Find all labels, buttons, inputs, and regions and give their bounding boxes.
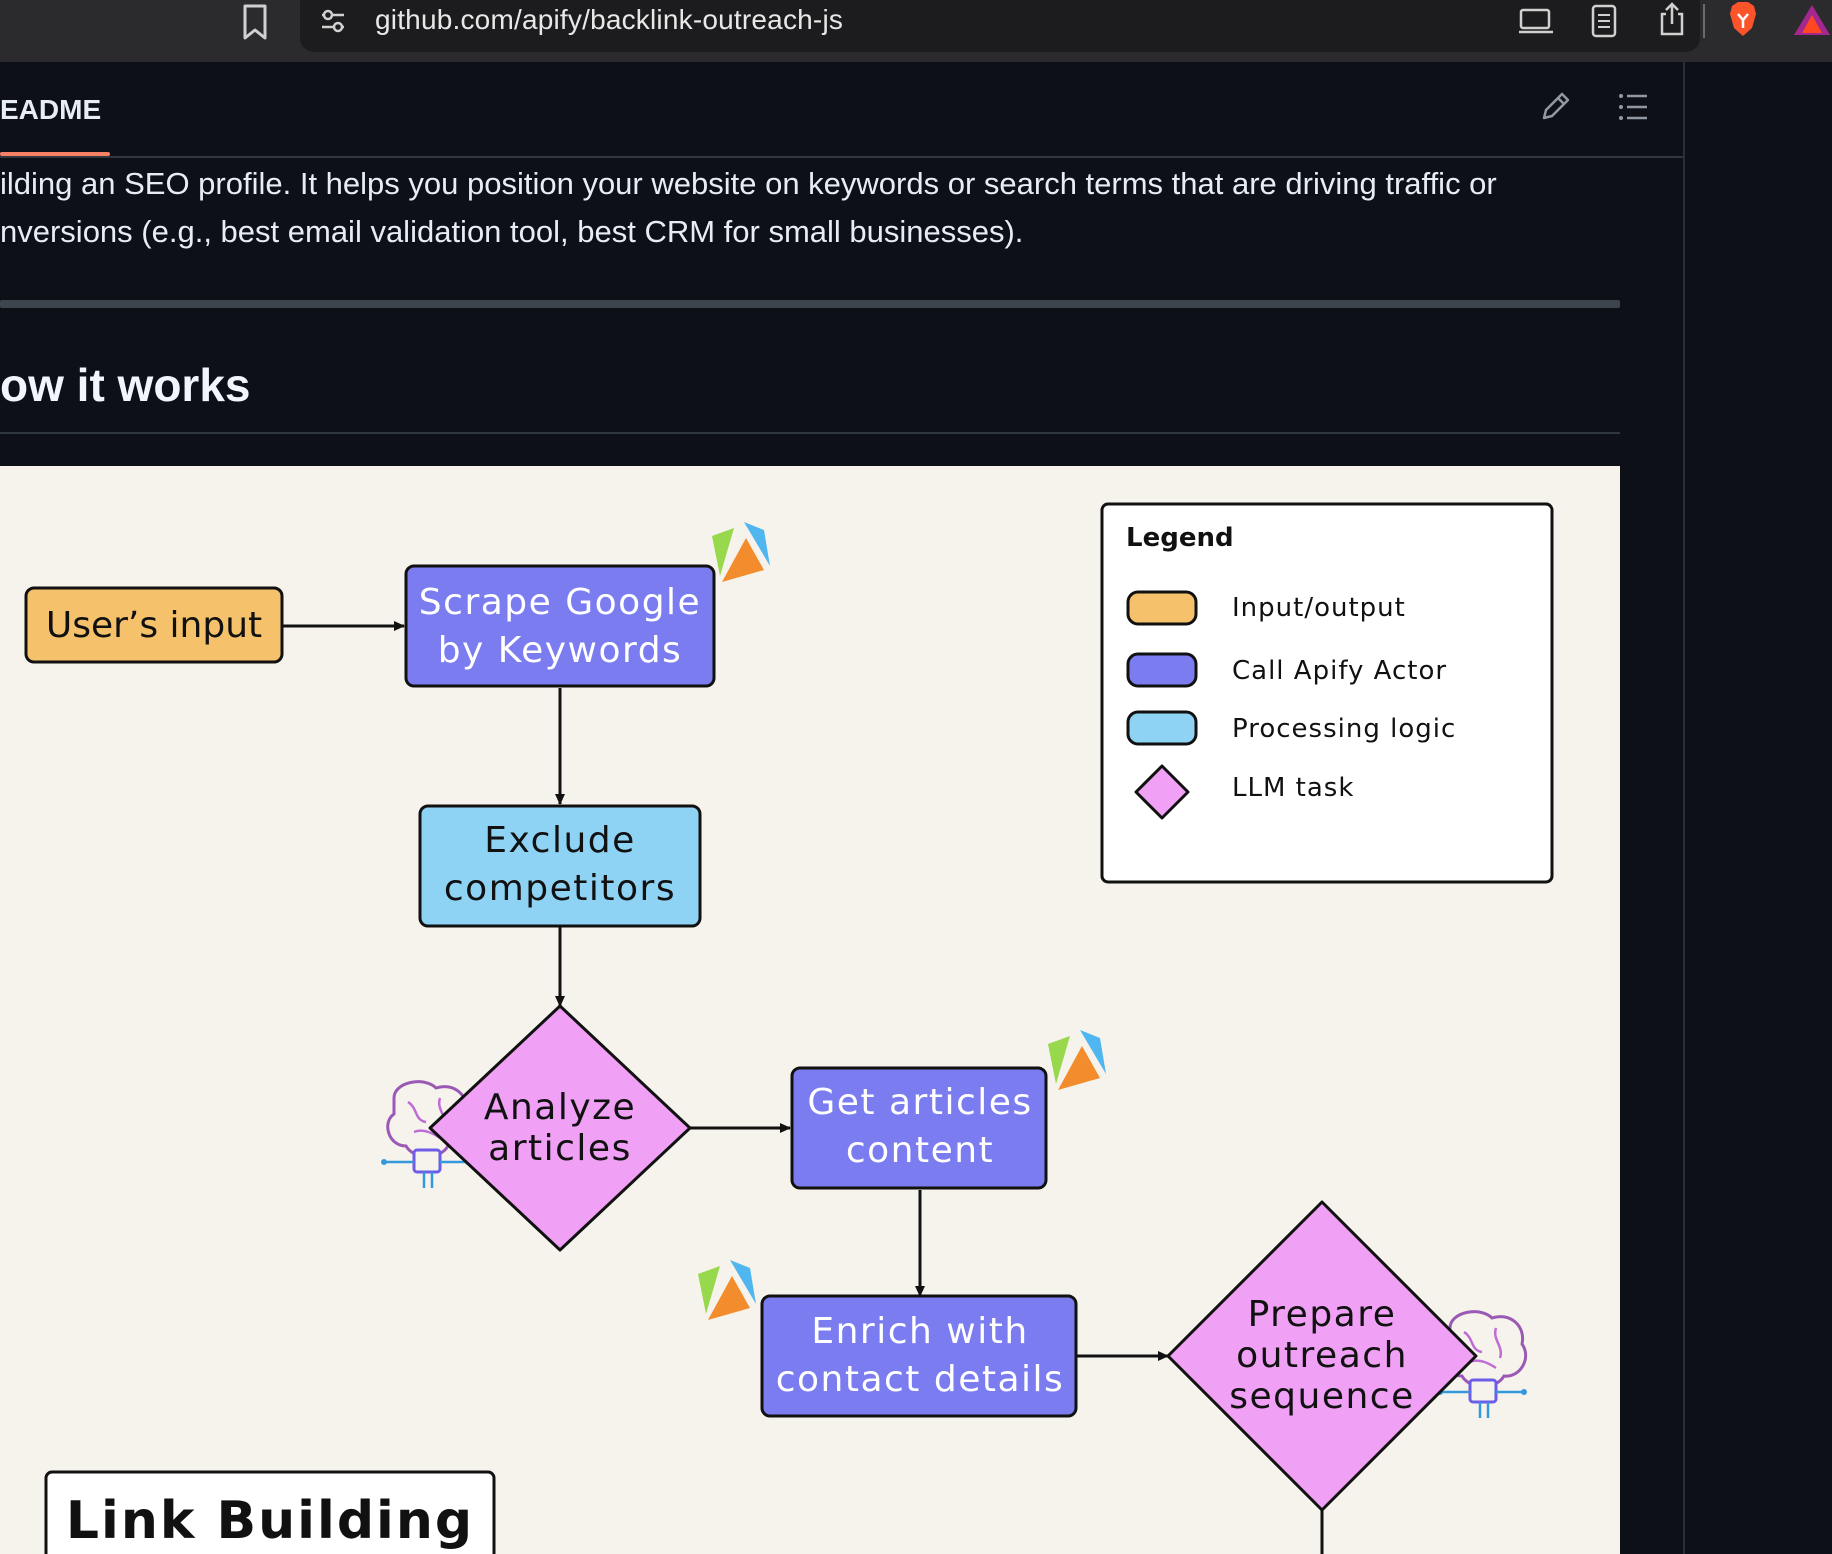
node-exclude-competitors: Exclude competitors	[418, 804, 702, 928]
node-scrape-google: Scrape Google by Keywords	[404, 564, 716, 688]
brave-shields-icon[interactable]	[1726, 0, 1760, 45]
node-enrich-line1: Enrich with	[811, 1311, 1028, 1352]
address-bar[interactable]	[300, 0, 1700, 52]
legend-label-input: Input/output	[1232, 593, 1406, 623]
legend-swatch-llm	[1134, 764, 1190, 820]
legend-swatch-processing	[1126, 710, 1198, 746]
node-prepare-line2: outreach	[1236, 1335, 1408, 1376]
apify-logo-icon	[1048, 1030, 1106, 1090]
legend-box: Legend Input/output Call Apify Actor Pro…	[1100, 502, 1554, 884]
node-analyze-articles: Analyze articles	[428, 1004, 692, 1252]
node-users-input: User’s input	[24, 586, 284, 664]
apify-logo-icon	[698, 1260, 756, 1320]
node-enrich-contact-details: Enrich with contact details	[760, 1294, 1078, 1418]
paragraph-line-1: ilding an SEO profile. It helps you posi…	[0, 166, 1497, 201]
share-icon[interactable]	[1658, 0, 1686, 43]
node-analyze-line2: articles	[488, 1128, 632, 1169]
right-gutter	[1685, 62, 1832, 1554]
node-exclude-line1: Exclude	[484, 820, 636, 861]
legend-label-llm: LLM task	[1232, 773, 1354, 803]
edit-pencil-icon[interactable]	[1538, 90, 1572, 129]
sidebar-divider	[1683, 62, 1685, 1554]
node-scrape-google-line2: by Keywords	[438, 630, 683, 671]
outline-list-icon[interactable]	[1616, 90, 1650, 129]
node-exclude-line2: competitors	[444, 868, 676, 909]
readme-paragraph: ilding an SEO profile. It helps you posi…	[0, 160, 1640, 256]
paragraph-line-2: nversions (e.g., best email validation t…	[0, 214, 1024, 249]
node-get-line2: content	[846, 1130, 994, 1171]
toolbar-separator	[1703, 4, 1705, 38]
node-scrape-google-line1: Scrape Google	[419, 582, 701, 623]
node-enrich-line2: contact details	[776, 1359, 1065, 1400]
legend-title: Legend	[1126, 523, 1234, 553]
node-prepare-outreach: Prepare outreach sequence	[1166, 1200, 1478, 1512]
node-get-line1: Get articles	[807, 1082, 1032, 1123]
legend-label-processing: Processing logic	[1232, 714, 1456, 744]
node-prepare-line3: sequence	[1229, 1376, 1414, 1417]
node-prepare-line1: Prepare	[1248, 1294, 1397, 1335]
legend-swatch-actor	[1126, 652, 1198, 688]
apify-logo-icon	[712, 522, 770, 582]
link-building-text: Link Building	[66, 1491, 474, 1551]
site-settings-icon[interactable]	[318, 6, 348, 41]
node-analyze-line1: Analyze	[484, 1087, 636, 1128]
bookmark-icon[interactable]	[238, 2, 272, 47]
reader-icon[interactable]	[1590, 4, 1618, 43]
horizontal-rule	[0, 300, 1620, 308]
flowchart-image: User’s input Scrape Google by Keywords E…	[0, 466, 1620, 1554]
section-heading: ow it works	[0, 359, 251, 411]
node-users-input-label: User’s input	[46, 605, 262, 646]
heading-underline	[0, 432, 1620, 434]
url-text[interactable]: github.com/apify/backlink-outreach-js	[375, 4, 844, 35]
readme-tab-underline	[0, 152, 110, 156]
cast-icon[interactable]	[1518, 6, 1554, 41]
readme-tab[interactable]: EADME	[0, 94, 102, 125]
readme-header: EADME	[0, 62, 1683, 158]
node-get-articles-content: Get articles content	[790, 1066, 1048, 1190]
legend-label-actor: Call Apify Actor	[1232, 656, 1447, 686]
link-building-badge: Link Building	[44, 1470, 496, 1554]
brave-rewards-icon[interactable]	[1792, 2, 1832, 43]
legend-swatch-input	[1126, 590, 1198, 626]
